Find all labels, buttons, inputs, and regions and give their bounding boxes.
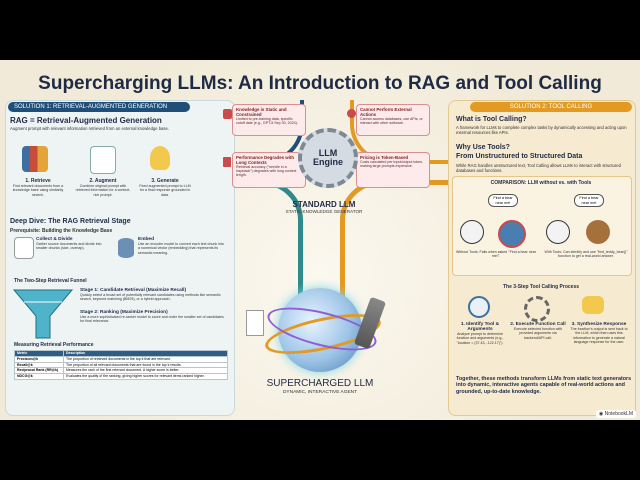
gears-icon bbox=[524, 296, 550, 322]
rag-step-retrieve: 1. Retrieve Find relevant documents from… bbox=[12, 178, 64, 197]
what-title: What is Tool Calling? bbox=[456, 116, 527, 123]
limitation-card-static: Knowledge is Static and Constrained Limi… bbox=[223, 104, 306, 136]
card-desc: Limited to pre-training data, specific c… bbox=[236, 117, 298, 126]
lock-icon bbox=[223, 109, 232, 119]
notebooklm-icon: ◉ bbox=[598, 411, 604, 417]
card-title: Performance Degrades with Long Contexts bbox=[236, 155, 295, 165]
supercharged-llm-title: SUPERCHARGED LLM bbox=[266, 378, 374, 389]
standard-llm-title: STANDARD LLM bbox=[292, 200, 356, 209]
llm-engine-gear: LLM Engine bbox=[298, 128, 358, 188]
rag-description: Augment prompt with relevant information… bbox=[10, 126, 169, 131]
comparison-title: COMPARISON: LLM without vs. with Tools bbox=[490, 180, 592, 186]
step-desc: Execute selected function with provided … bbox=[513, 327, 563, 340]
books-icon bbox=[22, 146, 48, 172]
card-desc: Costs calculated per input/output token,… bbox=[360, 160, 424, 169]
supercharged-llm-subtitle: DYNAMIC, INTERACTIVE AGENT bbox=[282, 390, 358, 395]
stage1-desc: Quickly select a broad set of potentiall… bbox=[80, 293, 221, 302]
step-desc: The function's output is sent back to th… bbox=[570, 327, 628, 344]
tool-step-synthesize: 3. Synthesize Response The function's ou… bbox=[568, 322, 630, 344]
metric-desc: Evaluates the quality of the ranking, gi… bbox=[63, 373, 228, 380]
card-title: Knowledge is Static and Constrained bbox=[236, 107, 287, 117]
why-desc: While RAG handles unstructured text, Too… bbox=[456, 163, 621, 173]
speech-bubble-without: Find a bear near me! bbox=[488, 194, 518, 207]
limitation-card-actions: Cannot Perform External Actions Cannot a… bbox=[347, 104, 430, 136]
with-caption: With Tools: Can identify and use "find_t… bbox=[544, 250, 628, 259]
funnel-title: The Two-Step Retrieval Funnel bbox=[14, 278, 87, 284]
standard-llm-subtitle: STATIC KNOWLEDGE GENERATOR bbox=[285, 209, 363, 214]
engine-line1: LLM bbox=[318, 148, 338, 158]
tool-step-execute: 2. Execute Function Call Execute selecte… bbox=[510, 322, 566, 340]
happy-face-icon bbox=[546, 220, 570, 244]
card-title: Cannot Perform External Actions bbox=[360, 107, 412, 117]
embed-title: Embed bbox=[138, 237, 154, 242]
card-desc: Cannot access databases, use APIs, or in… bbox=[360, 117, 423, 126]
collect-desc: Gather source documents and divide into … bbox=[36, 242, 102, 251]
step-label: 1. Identify Tool & Arguments bbox=[460, 322, 500, 332]
process-title: The 3-Step Tool Calling Process bbox=[502, 284, 580, 290]
infographic-poster: Supercharging LLMs: An Introduction to R… bbox=[0, 60, 640, 420]
limitation-card-context: Performance Degrades with Long Contexts … bbox=[223, 152, 306, 188]
documents-stack-icon bbox=[246, 310, 264, 336]
lightbulb-icon bbox=[150, 146, 170, 170]
embed-desc: Use an encoder model to convert each tex… bbox=[138, 242, 224, 255]
teddy-bear-icon bbox=[586, 220, 610, 244]
collect-divide: Collect & Divide Gather source documents… bbox=[36, 237, 108, 251]
metric-name: NDCG@k bbox=[14, 373, 64, 380]
tool-calling-header: SOLUTION 2: TOOL CALLING bbox=[470, 102, 632, 112]
rag-header: SOLUTION 1: RETRIEVAL-AUGMENTED GENERATI… bbox=[8, 102, 190, 120]
sad-face-icon bbox=[460, 220, 484, 244]
card-title: Pricing is Token-Based bbox=[360, 155, 409, 160]
why-subtitle: From Unstructured to Structured Data bbox=[456, 153, 583, 160]
step-label: 3. Synthesize Response bbox=[571, 322, 627, 327]
chat-bubble-icon bbox=[582, 296, 604, 314]
step-desc: Analyze prompt to determine function and… bbox=[456, 332, 504, 345]
tool-step-identify: 1. Identify Tool & Arguments Analyze pro… bbox=[452, 322, 508, 345]
step-label: 1. Retrieve bbox=[25, 178, 51, 184]
speech-bubble-with: Find a bear near me! bbox=[574, 194, 604, 207]
deep-dive-title: Deep Dive: The RAG Retrieval Stage bbox=[10, 218, 131, 225]
page-title: Supercharging LLMs: An Introduction to R… bbox=[38, 73, 602, 94]
rag-title: RAG = Retrieval-Augmented Generation bbox=[10, 116, 162, 125]
watermark: ◉ NotebookLM bbox=[595, 410, 636, 418]
metric-name: Reciprocal Rank (RR@k) bbox=[14, 367, 64, 375]
stage2-title: Stage 2: Ranking (Maximize Precision) bbox=[80, 310, 168, 315]
card-desc: Retrieval accuracy ("needle in a haystac… bbox=[236, 165, 297, 178]
step-label: 2. Execute Function Call bbox=[510, 322, 566, 327]
step-desc: Combine original prompt with retrieved i… bbox=[75, 184, 131, 197]
stage2: Stage 2: Ranking (Maximize Precision) Us… bbox=[80, 310, 226, 324]
documents-icon bbox=[14, 237, 34, 259]
magnifier-icon bbox=[468, 296, 490, 318]
funnel-icon bbox=[12, 289, 74, 339]
plus-document-icon bbox=[90, 146, 116, 174]
step-desc: Find relevant documents from a knowledge… bbox=[12, 184, 64, 197]
database-icon bbox=[118, 238, 134, 258]
step-label: 3. Generate bbox=[151, 178, 179, 184]
no-entry-icon bbox=[347, 109, 356, 118]
watermark-text: NotebookLM bbox=[604, 411, 633, 417]
why-title: Why Use Tools? bbox=[456, 144, 510, 151]
collect-title: Collect & Divide bbox=[36, 237, 73, 242]
rag-step-augment: 2. Augment Combine original prompt with … bbox=[75, 178, 131, 197]
stage1-title: Stage 1: Candidate Retrieval (Maximize R… bbox=[80, 288, 187, 293]
stage2-desc: Use a more sophisticated re-ranker model… bbox=[80, 315, 224, 324]
without-caption: Without Tools: Fails when asked "Find a … bbox=[456, 250, 536, 259]
what-desc: A framework for LLMs to complete complex… bbox=[456, 125, 627, 135]
limitation-card-pricing: Pricing is Token-Based Costs calculated … bbox=[347, 152, 430, 188]
supercharged-globe bbox=[278, 288, 362, 372]
step-label: 2. Augment bbox=[89, 178, 117, 184]
embed-step: Embed Use an encoder model to convert ea… bbox=[138, 237, 226, 255]
conclusion-text: Together, these methods transform LLMs f… bbox=[456, 376, 632, 395]
step-desc: Feed augmented prompt to LLM for a final… bbox=[139, 184, 191, 197]
hourglass-icon bbox=[223, 157, 231, 167]
prereq-title: Prerequisite: Building the Knowledge Bas… bbox=[10, 228, 113, 234]
no-tools-icon bbox=[498, 220, 526, 248]
metrics-title: Measuring Retrieval Performance bbox=[14, 342, 94, 348]
engine-line2: Engine bbox=[312, 157, 343, 167]
stage1: Stage 1: Candidate Retrieval (Maximize R… bbox=[80, 288, 226, 302]
rag-step-generate: 3. Generate Feed augmented prompt to LLM… bbox=[138, 178, 192, 197]
